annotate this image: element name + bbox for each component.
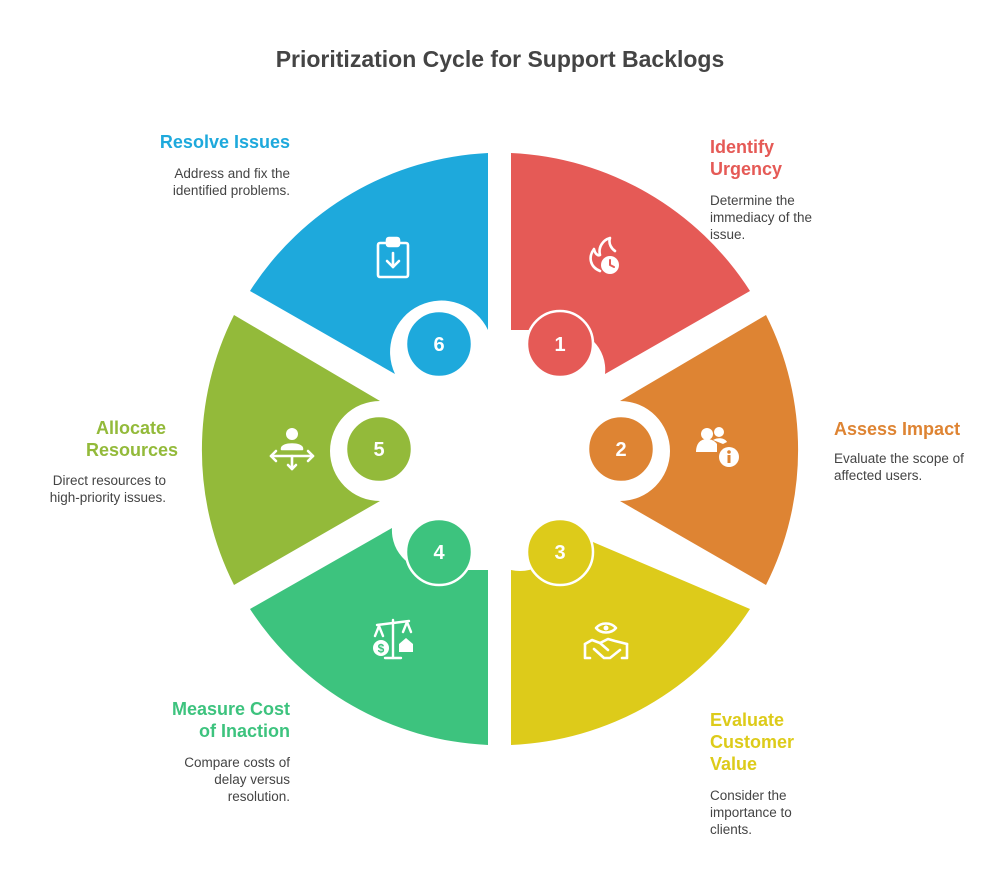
svg-text:5: 5: [373, 439, 384, 461]
svg-text:1: 1: [554, 334, 565, 356]
step-title-3: Evaluate Customer Value: [710, 710, 795, 774]
step-description-6: Address and fix the identified problems.: [172, 166, 290, 198]
step-number-5: 5: [344, 414, 414, 484]
clipboard-download-icon: [376, 236, 410, 279]
step-label-4: Measure Cost of Inaction Compare costs o…: [150, 698, 290, 805]
flame-clock-icon: [589, 236, 619, 274]
step-label-5: Allocate Resources Direct resources to h…: [30, 417, 179, 506]
step-label-1: Identify Urgency Determine the immediacy…: [710, 136, 840, 243]
step-description-4: Compare costs of delay versus resolution…: [184, 755, 290, 804]
segment-6: [250, 153, 488, 374]
step-number-6: 6: [404, 309, 474, 379]
step-description-1: Determine the immediacy of the issue.: [710, 193, 813, 242]
step-number-1: 1: [525, 309, 595, 379]
step-description-5: Direct resources to high-priority issues…: [49, 473, 166, 505]
step-description-3: Consider the importance to clients.: [710, 788, 792, 837]
svg-text:4: 4: [433, 542, 445, 564]
step-title-2: Assess Impact: [834, 419, 961, 439]
step-label-3: Evaluate Customer Value Consider the imp…: [710, 709, 840, 838]
step-number-3: 3: [525, 517, 595, 587]
step-title-6: Resolve Issues: [159, 132, 290, 152]
step-title-1: Identify Urgency: [710, 137, 783, 179]
step-number-2: 2: [586, 414, 656, 484]
svg-text:2: 2: [615, 439, 626, 461]
step-label-6: Resolve Issues Address and fix the ident…: [150, 131, 290, 199]
step-title-4: Measure Cost of Inaction: [171, 699, 290, 741]
svg-text:$: $: [378, 642, 385, 656]
person-arrows-icon: [269, 428, 315, 471]
scale-cost-icon: $: [373, 618, 413, 660]
page-title: Prioritization Cycle for Support Backlog…: [275, 46, 725, 72]
users-info-icon: [696, 427, 739, 467]
handshake-eye-icon: [583, 622, 629, 660]
svg-text:6: 6: [433, 334, 444, 356]
step-description-2: Evaluate the scope of affected users.: [834, 451, 964, 483]
step-number-4: 4: [404, 517, 474, 587]
svg-text:3: 3: [554, 542, 565, 564]
step-title-5: Allocate Resources: [86, 418, 179, 460]
step-label-2: Assess Impact Evaluate the scope of affe…: [834, 418, 984, 484]
